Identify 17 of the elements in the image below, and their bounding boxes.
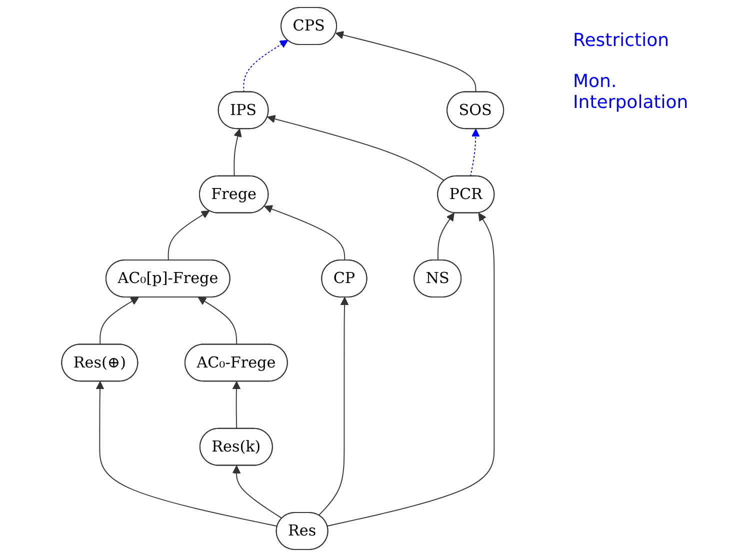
arrow: [96, 381, 278, 527]
arrow: [264, 205, 346, 261]
arrow: [198, 297, 237, 346]
arrow: [437, 212, 454, 261]
region-label: Mon. Interpolation: [573, 71, 690, 113]
arrow: [318, 297, 349, 516]
arrow: [470, 128, 480, 177]
arrow: [335, 30, 476, 93]
arrow: [99, 297, 139, 346]
region-label: Restriction: [573, 30, 669, 51]
arrow: [234, 128, 242, 177]
arrow: [243, 40, 288, 93]
arrow: [232, 381, 240, 430]
arrow: [232, 465, 282, 519]
arrow: [326, 212, 494, 526]
arrow: [168, 210, 210, 261]
arrow: [267, 114, 445, 182]
